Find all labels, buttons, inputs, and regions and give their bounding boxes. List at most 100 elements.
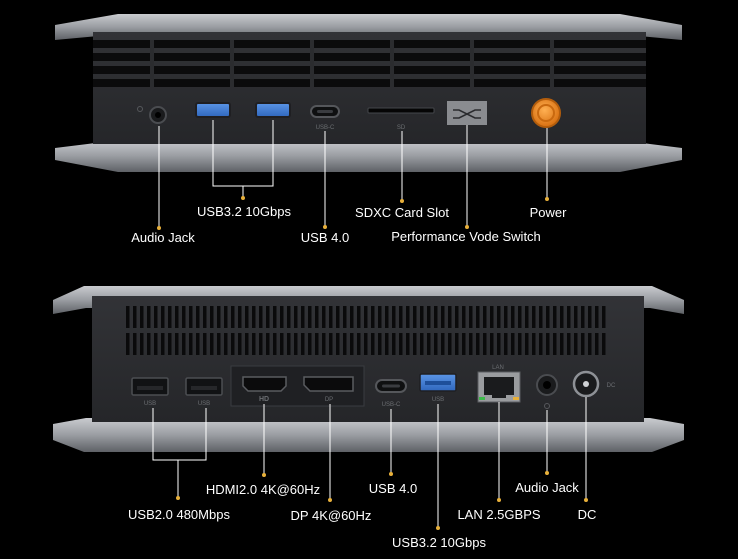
vent-slot: [133, 333, 137, 355]
vent-slot: [140, 333, 144, 355]
vent-slot: [560, 333, 564, 355]
rear-vents: [126, 306, 606, 355]
front-port-usb3-2: [255, 102, 291, 118]
vent-slot: [504, 333, 508, 355]
vent-slot: [364, 333, 368, 355]
vent-slot: [539, 333, 543, 355]
vent-slot: [399, 306, 403, 328]
rear-lan-mark: LAN: [492, 365, 504, 371]
vent-slot: [371, 333, 375, 355]
vent-slot: [532, 306, 536, 328]
front-bottom-plate: [55, 140, 682, 172]
vent-slot: [175, 306, 179, 328]
rear-port-dc: DC: [572, 370, 616, 398]
vent-slot: [567, 333, 571, 355]
vent-slot: [280, 306, 284, 328]
vent-slot: [448, 306, 452, 328]
vent-slot: [392, 333, 396, 355]
rear-usb2-2-mark: USB: [198, 401, 210, 407]
label-front-usb40: USB 4.0: [301, 230, 349, 245]
vent-slot: [315, 333, 319, 355]
vent-slot: [175, 333, 179, 355]
vent-slot: [420, 333, 424, 355]
rear-usbc-mark: USB-C: [382, 402, 401, 408]
vent-slot: [322, 306, 326, 328]
vent-slot: [301, 306, 305, 328]
vent-slot: [357, 306, 361, 328]
vent-slot: [259, 333, 263, 355]
label-rear-usb32: USB3.2 10Gbps: [392, 535, 486, 550]
vent-slot: [224, 333, 228, 355]
vent-slot: [364, 306, 368, 328]
rear-unit: USB USB HD DP USB-C USB LAN: [53, 286, 684, 550]
vent-slot: [483, 306, 487, 328]
label-hdmi: HDMI2.0 4K@60Hz: [206, 482, 320, 497]
rear-hd-mark: HD: [259, 396, 269, 403]
label-dc: DC: [578, 507, 597, 522]
vent-slot: [476, 306, 480, 328]
vent-slot: [504, 306, 508, 328]
vent-slot: [560, 306, 564, 328]
vent-slot: [371, 306, 375, 328]
vent-slot: [217, 333, 221, 355]
vent-slot: [350, 333, 354, 355]
vent-slot: [595, 306, 599, 328]
vent-slot: [336, 333, 340, 355]
vent-slot: [441, 306, 445, 328]
vent-slot: [189, 333, 193, 355]
vent-slot: [308, 306, 312, 328]
vent-slot: [245, 333, 249, 355]
vent-slot: [350, 306, 354, 328]
label-dp: DP 4K@60Hz: [291, 508, 372, 523]
vent-slot: [357, 333, 361, 355]
front-leaders: [157, 120, 549, 230]
vent-slot: [427, 306, 431, 328]
vent-slot: [231, 306, 235, 328]
vent-slot: [154, 306, 158, 328]
vent-slot: [343, 333, 347, 355]
vent-slot: [602, 306, 606, 328]
vent-slot: [378, 306, 382, 328]
rear-usb3-mark: USB: [432, 397, 444, 403]
vent-slot: [462, 333, 466, 355]
rear-port-usb2-2: USB: [185, 377, 223, 407]
vent-slot: [378, 333, 382, 355]
vent-slot: [581, 306, 585, 328]
vent-slot: [539, 306, 543, 328]
rear-port-hdmi: HD: [242, 376, 287, 403]
vent-slot: [420, 306, 424, 328]
vent-slot: [546, 333, 550, 355]
vent-slot: [518, 306, 522, 328]
rear-dc-mark: DC: [607, 383, 616, 389]
vent-slot: [392, 306, 396, 328]
vent-slot: [553, 306, 557, 328]
vent-slot: [567, 306, 571, 328]
front-vents: [93, 40, 646, 87]
vent-slot: [294, 333, 298, 355]
vent-slot: [336, 306, 340, 328]
vent-slot: [525, 333, 529, 355]
vent-slot: [511, 306, 515, 328]
label-front-usb32: USB3.2 10Gbps: [197, 204, 291, 219]
label-lan: LAN 2.5GBPS: [457, 507, 540, 522]
vent-slot: [553, 333, 557, 355]
vent-slot: [406, 306, 410, 328]
vent-slot: [280, 333, 284, 355]
label-rear-usb40: USB 4.0: [369, 481, 417, 496]
label-sdxc-slot: SDXC Card Slot: [355, 205, 449, 220]
vent-slot: [413, 333, 417, 355]
label-front-audio-jack: Audio Jack: [131, 230, 195, 245]
vent-slot: [511, 333, 515, 355]
vent-slot: [532, 333, 536, 355]
rear-bottom-plate: [53, 418, 684, 452]
front-port-audio: [137, 106, 167, 124]
rear-usb2-1-mark: USB: [144, 401, 156, 407]
vent-slot: [427, 333, 431, 355]
vent-slot: [266, 306, 270, 328]
vent-slot: [490, 333, 494, 355]
vent-slot: [490, 306, 494, 328]
vent-slot: [182, 306, 186, 328]
vent-slot: [399, 333, 403, 355]
rear-port-usb2-1: USB: [131, 377, 169, 407]
